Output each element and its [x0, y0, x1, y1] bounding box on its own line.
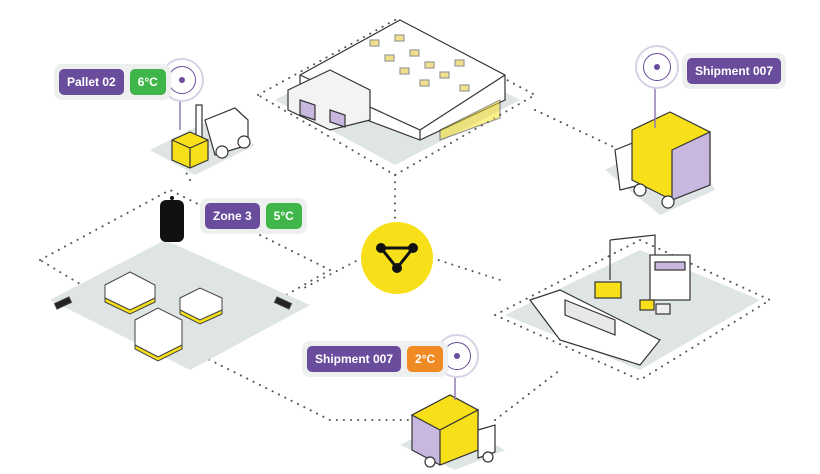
warehouse-illustration — [287, 19, 506, 141]
truck-top-illustration — [614, 111, 711, 209]
pallet-boxes — [53, 271, 293, 362]
zone-tag: Zone 3 5°C — [200, 198, 307, 234]
zone-temperature: 5°C — [265, 203, 302, 229]
shipment-top-name: Shipment 007 — [687, 58, 782, 84]
hub-network-icon — [361, 222, 433, 294]
pallet-temperature: 6°C — [129, 69, 166, 95]
zone-name: Zone 3 — [205, 203, 260, 229]
pallet-tag: Pallet 02 6°C — [54, 64, 171, 100]
shipment-bottom-tag: Shipment 007 2°C — [302, 341, 449, 377]
pallet-name: Pallet 02 — [59, 69, 124, 95]
shipment-top-tag: Shipment 007 — [682, 53, 787, 89]
truck-bottom-illustration — [410, 394, 496, 468]
port-illustration — [529, 234, 691, 366]
shipment-bottom-temperature: 2°C — [407, 346, 444, 372]
forklift-illustration — [171, 104, 251, 169]
tracker-device-icon — [160, 196, 184, 242]
wireless-sensor-icon — [635, 45, 679, 89]
shipment-bottom-name: Shipment 007 — [307, 346, 402, 372]
